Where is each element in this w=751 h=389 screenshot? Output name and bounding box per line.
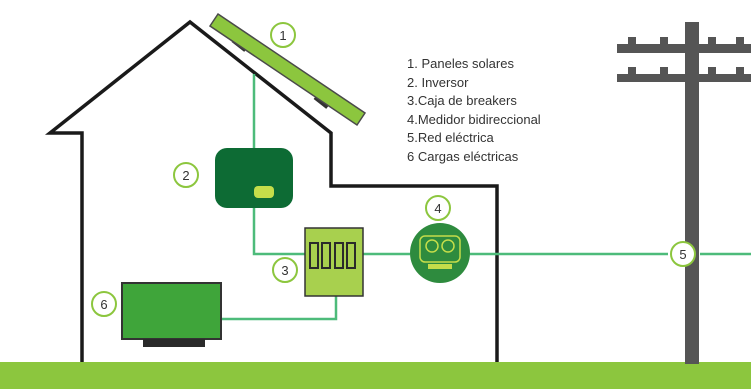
legend: 1. Paneles solares 2. Inversor 3.Caja de… bbox=[407, 55, 541, 166]
house-outline bbox=[44, 19, 499, 362]
legend-item-grid: 5.Red eléctrica bbox=[407, 130, 494, 145]
marker-label: 3 bbox=[281, 263, 288, 278]
breaker-box-icon bbox=[304, 227, 364, 297]
legend-item-breaker-box: 3.Caja de breakers bbox=[407, 93, 517, 108]
marker-5: 5 bbox=[670, 241, 696, 267]
marker-4: 4 bbox=[425, 195, 451, 221]
legend-item-bidirectional-meter: 4.Medidor bidireccional bbox=[407, 111, 541, 127]
inverter-icon bbox=[215, 148, 293, 208]
marker-1: 1 bbox=[270, 22, 296, 48]
marker-label: 2 bbox=[182, 168, 189, 183]
marker-label: 6 bbox=[100, 297, 107, 312]
solar-panel-icon bbox=[208, 12, 367, 127]
bidirectional-meter-icon bbox=[410, 223, 470, 283]
marker-6: 6 bbox=[91, 291, 117, 317]
marker-2: 2 bbox=[173, 162, 199, 188]
legend-item-solar-panels: 1. Paneles solares bbox=[407, 56, 514, 71]
marker-label: 1 bbox=[279, 28, 286, 43]
legend-item-loads: 6 Cargas eléctricas bbox=[407, 148, 519, 164]
marker-3: 3 bbox=[272, 257, 298, 283]
marker-label: 5 bbox=[679, 247, 686, 262]
legend-item-inverter: 2. Inversor bbox=[407, 74, 469, 90]
wires bbox=[222, 74, 751, 321]
utility-pole-icon bbox=[617, 22, 751, 364]
marker-label: 4 bbox=[434, 201, 441, 216]
television-icon bbox=[121, 282, 222, 347]
ground bbox=[0, 362, 751, 389]
